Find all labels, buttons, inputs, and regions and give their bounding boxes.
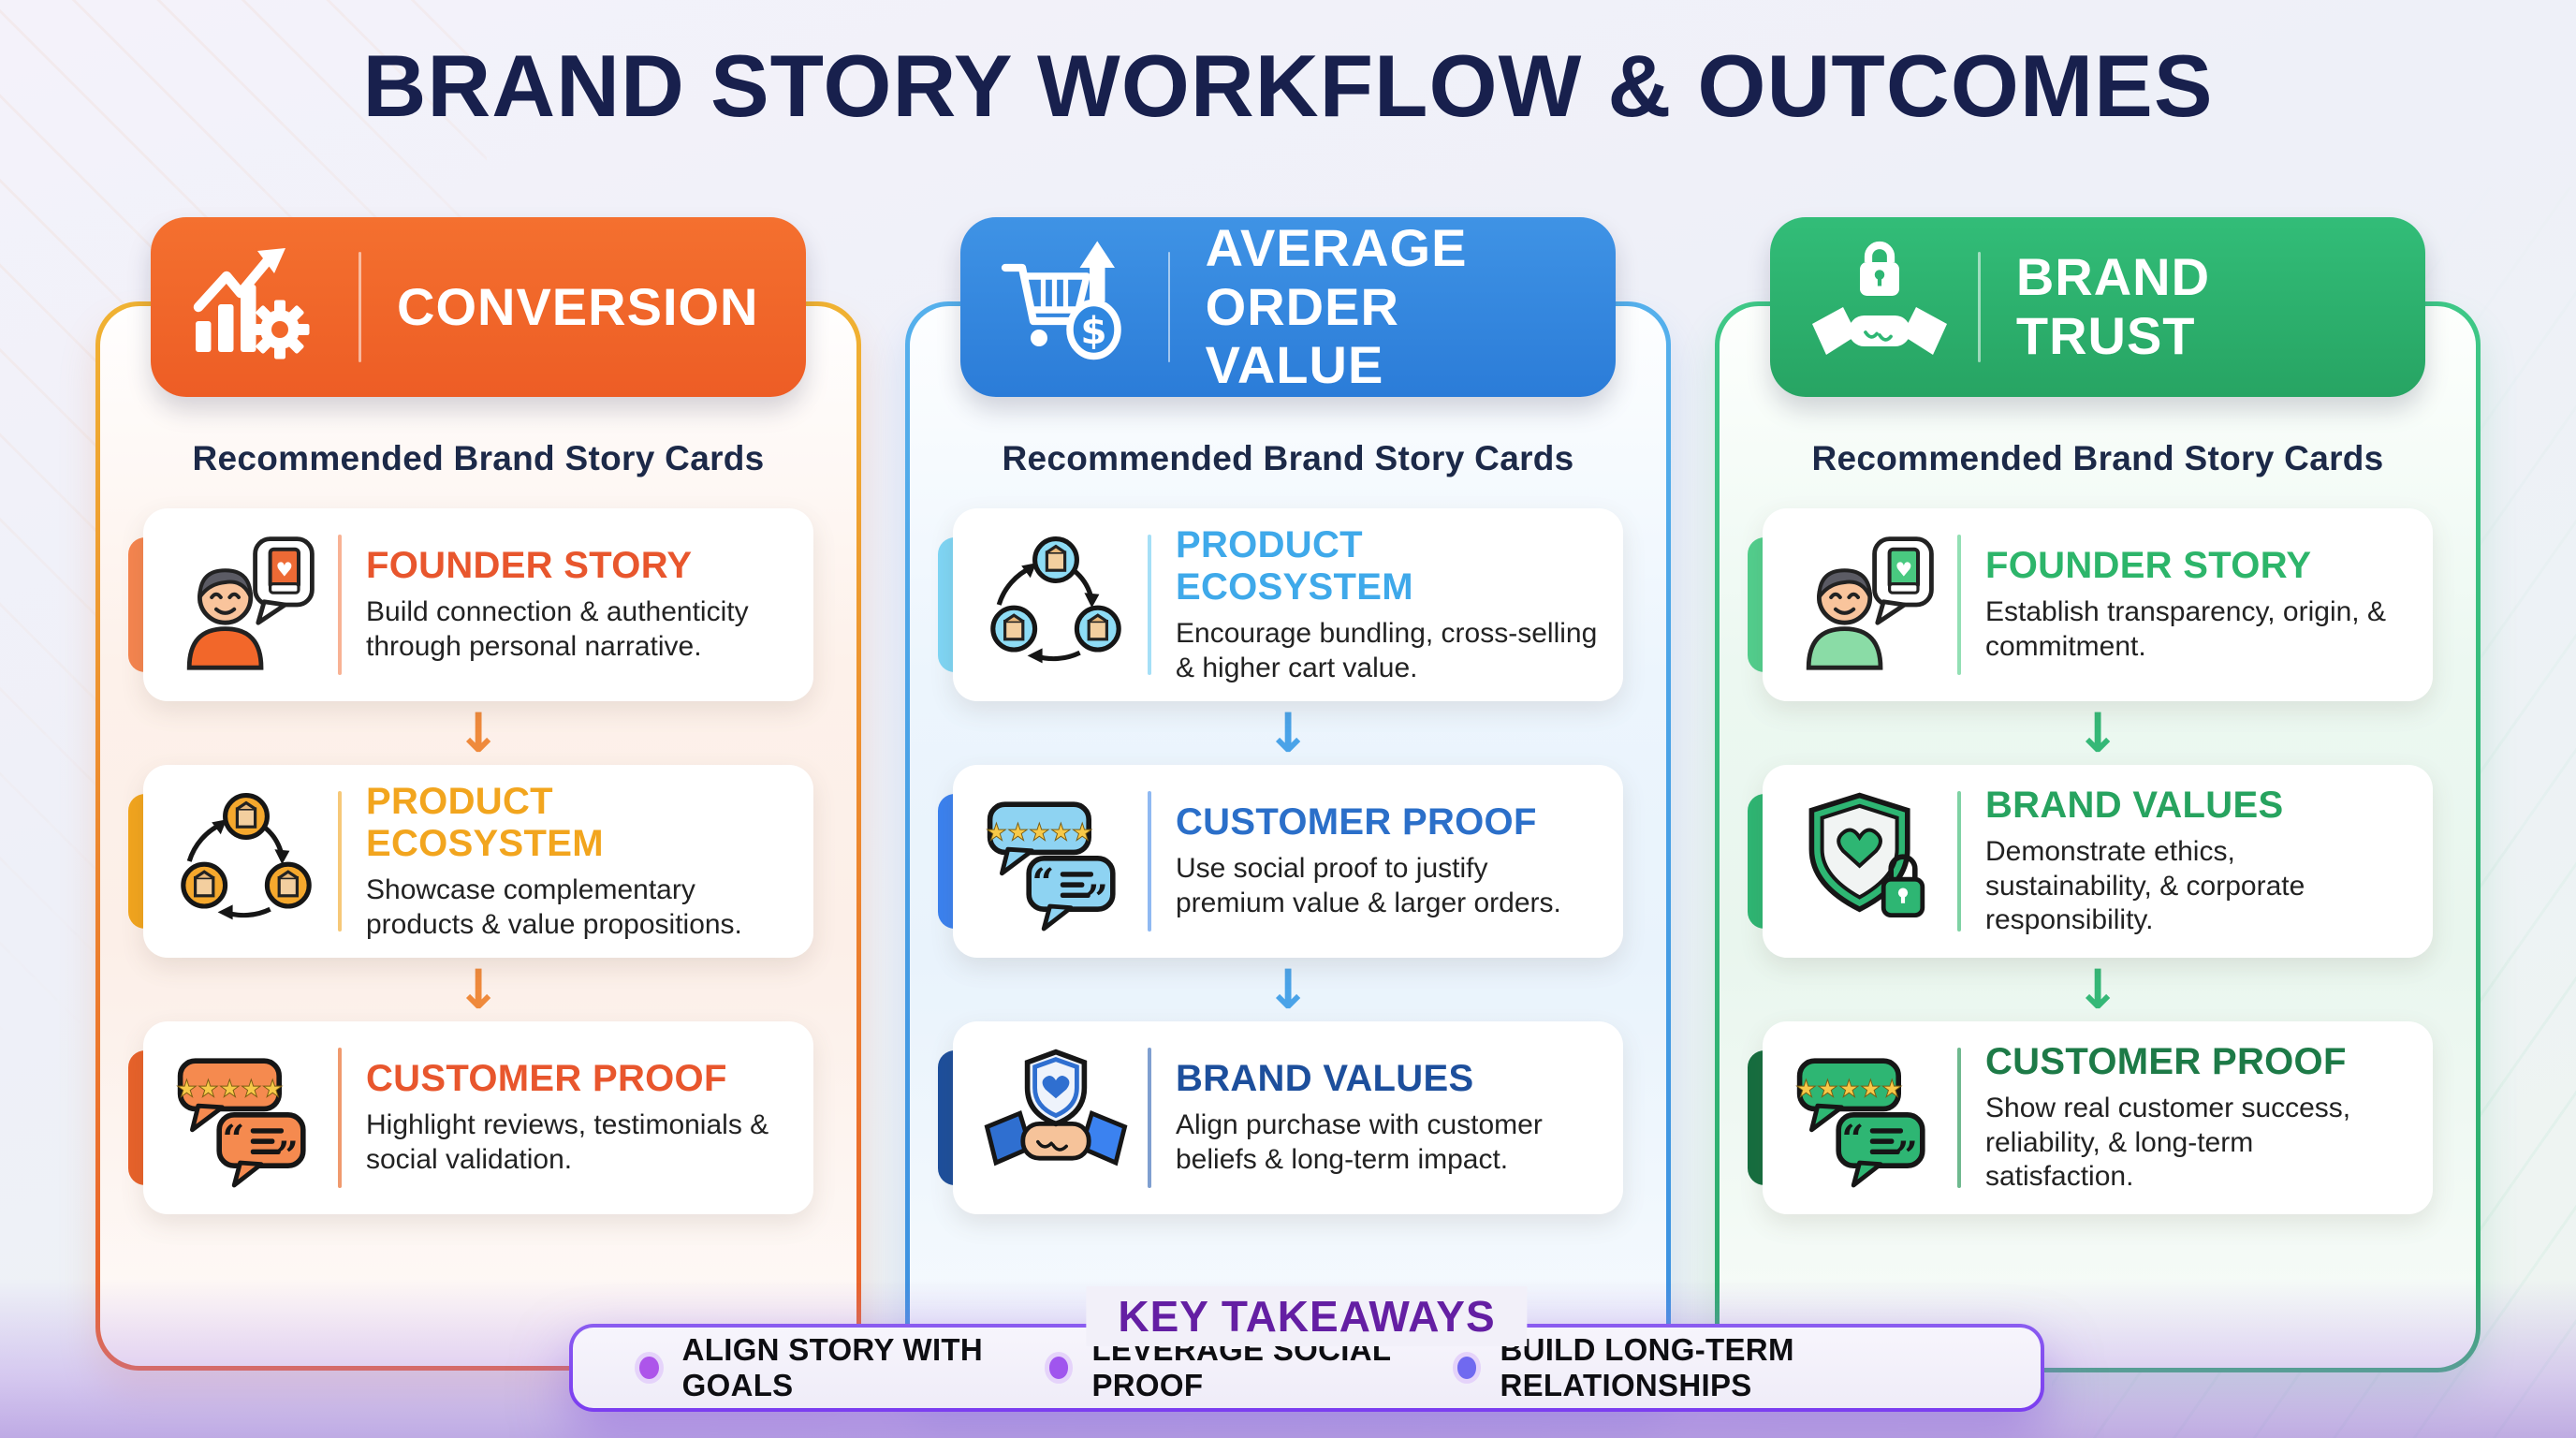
card-description: Highlight reviews, testimonials & social… <box>366 1109 769 1175</box>
story-card-founder-story: ♥ FOUNDER STORY Build connection & authe <box>128 508 813 701</box>
story-card-product-ecosystem: PRODUCT ECOSYSTEM Encourage bundling, cr… <box>938 508 1623 701</box>
card-divider <box>1957 535 1961 675</box>
card-title: BRAND VALUES <box>1176 1058 1474 1100</box>
svg-text:♥: ♥ <box>275 559 293 581</box>
svg-text:”: ” <box>276 1132 299 1178</box>
product-ecosystem-icon <box>171 786 321 936</box>
card-divider <box>1957 791 1961 932</box>
column-header-label: AVERAGE ORDER VALUE <box>1205 217 1468 395</box>
key-takeaways-title: KEY TAKEAWAYS <box>1086 1286 1528 1347</box>
card-divider <box>1148 535 1151 675</box>
founder-story-icon: ♥ <box>171 530 321 680</box>
story-card-founder-story: ♥ FOUNDER STORY Establish transparency, <box>1748 508 2433 701</box>
svg-text:“: “ <box>1841 1116 1864 1162</box>
story-card-customer-proof: ★★★★★ “ ” CUSTOMER PROOF Hi <box>128 1021 813 1214</box>
column-header-conversion: CONVERSION <box>151 217 806 397</box>
card-description: Demonstrate ethics, sustainability, & co… <box>1985 836 2305 936</box>
card-description: Encourage bundling, cross-selling & high… <box>1176 617 1598 683</box>
badge-divider <box>1168 252 1170 362</box>
card-title: PRODUCT ECOSYSTEM <box>366 780 604 864</box>
column-header-average-order-value: $ AVERAGE ORDER VALUE <box>960 217 1616 397</box>
svg-text:”: ” <box>1086 875 1108 921</box>
svg-text:“: “ <box>222 1116 244 1162</box>
svg-text:”: ” <box>1895 1132 1918 1178</box>
shield-heart-lock-icon <box>1791 786 1940 936</box>
card-divider <box>338 535 342 675</box>
card-divider <box>1957 1048 1961 1188</box>
story-card-product-ecosystem: PRODUCT ECOSYSTEM Showcase complementary… <box>128 765 813 958</box>
card-title: FOUNDER STORY <box>1985 545 2312 587</box>
customer-proof-icon: ★★★★★ “ ” <box>981 786 1131 936</box>
takeaway-item: ALIGN STORY WITH GOALS <box>635 1332 1045 1403</box>
svg-text:★★★★★: ★★★★★ <box>1795 1076 1903 1104</box>
card-description: Show real customer success, reliability,… <box>1985 1093 2351 1193</box>
column-header-label: CONVERSION <box>397 276 759 336</box>
column-aov-body: $ AVERAGE ORDER VALUE Recommended Brand … <box>910 217 1666 1398</box>
card-divider <box>1148 1048 1151 1188</box>
takeaway-item: BUILD LONG-TERM RELATIONSHIPS <box>1452 1332 1979 1403</box>
card-title: CUSTOMER PROOF <box>1176 801 1537 844</box>
column-brand-trust-body: BRAND TRUST Recommended Brand Story Card… <box>1720 217 2476 1368</box>
column-conversion-body: CONVERSION Recommended Brand Story Cards… <box>100 217 856 1366</box>
story-card-customer-proof: ★★★★★ “ ” CUSTOMER PROOF Us <box>938 765 1623 958</box>
down-arrow: ↓ <box>455 958 502 1021</box>
founder-story-icon: ♥ <box>1791 530 1940 680</box>
down-arrow: ↓ <box>1265 701 1311 765</box>
handshake-lock-icon <box>1809 237 1950 377</box>
column-brand-trust: BRAND TRUST Recommended Brand Story Card… <box>1715 217 2481 1372</box>
card-divider <box>1148 791 1151 932</box>
column-conversion: CONVERSION Recommended Brand Story Cards… <box>95 217 861 1371</box>
card-description: Build connection & authenticity through … <box>366 596 749 662</box>
badge-divider <box>1978 252 1981 362</box>
down-arrow: ↓ <box>2074 701 2121 765</box>
shield-handshake-icon <box>981 1043 1131 1193</box>
svg-text:★★★★★: ★★★★★ <box>176 1076 284 1104</box>
badge-divider <box>359 252 361 362</box>
card-title: CUSTOMER PROOF <box>366 1058 727 1100</box>
svg-text:♥: ♥ <box>1895 559 1912 581</box>
column-header-label: BRAND TRUST <box>2015 247 2211 365</box>
bullet-icon <box>635 1352 664 1384</box>
bullet-icon <box>1452 1352 1482 1384</box>
column-header-brand-trust: BRAND TRUST <box>1770 217 2425 397</box>
column-average-order-value: $ AVERAGE ORDER VALUE Recommended Brand … <box>905 217 1671 1402</box>
column-subtitle: Recommended Brand Story Cards <box>1811 439 2384 477</box>
product-ecosystem-icon <box>981 530 1131 680</box>
card-divider <box>338 791 342 932</box>
card-description: Establish transparency, origin, & commit… <box>1985 596 2386 662</box>
cart-growth-dollar-icon: $ <box>1000 237 1140 377</box>
customer-proof-icon: ★★★★★ “ ” <box>1791 1043 1940 1193</box>
page-title: BRAND STORY WORKFLOW & OUTCOMES <box>362 37 2214 135</box>
card-description: Showcase complementary products & value … <box>366 873 742 940</box>
svg-text:★★★★★: ★★★★★ <box>986 819 1093 847</box>
down-arrow: ↓ <box>1265 958 1311 1021</box>
down-arrow: ↓ <box>455 701 502 765</box>
card-divider <box>338 1048 342 1188</box>
column-subtitle: Recommended Brand Story Cards <box>1002 439 1574 477</box>
svg-text:“: “ <box>1032 859 1054 905</box>
card-title: PRODUCT ECOSYSTEM <box>1176 523 1413 608</box>
card-description: Align purchase with customer beliefs & l… <box>1176 1109 1543 1175</box>
customer-proof-icon: ★★★★★ “ ” <box>171 1043 321 1193</box>
card-title: BRAND VALUES <box>1985 785 2284 827</box>
column-subtitle: Recommended Brand Story Cards <box>192 439 765 477</box>
takeaway-label: ALIGN STORY WITH GOALS <box>681 1332 984 1402</box>
story-card-customer-proof: ★★★★★ “ ” CUSTOMER PROOF Sh <box>1748 1021 2433 1214</box>
story-card-brand-values: BRAND VALUES Demonstrate ethics, sustain… <box>1748 765 2433 958</box>
key-takeaways-bar: KEY TAKEAWAYS ALIGN STORY WITH GOALS LEV… <box>569 1286 2044 1412</box>
card-description: Use social proof to justify premium valu… <box>1176 853 1561 918</box>
down-arrow: ↓ <box>2074 958 2121 1021</box>
bullet-icon <box>1044 1352 1074 1384</box>
svg-text:$: $ <box>1080 308 1106 353</box>
card-title: CUSTOMER PROOF <box>1985 1041 2347 1083</box>
story-card-brand-values: BRAND VALUES Align purchase with custome… <box>938 1021 1623 1214</box>
growth-chart-gear-icon <box>190 237 330 377</box>
card-title: FOUNDER STORY <box>366 545 693 587</box>
takeaway-label: BUILD LONG-TERM RELATIONSHIPS <box>1500 1332 1794 1402</box>
